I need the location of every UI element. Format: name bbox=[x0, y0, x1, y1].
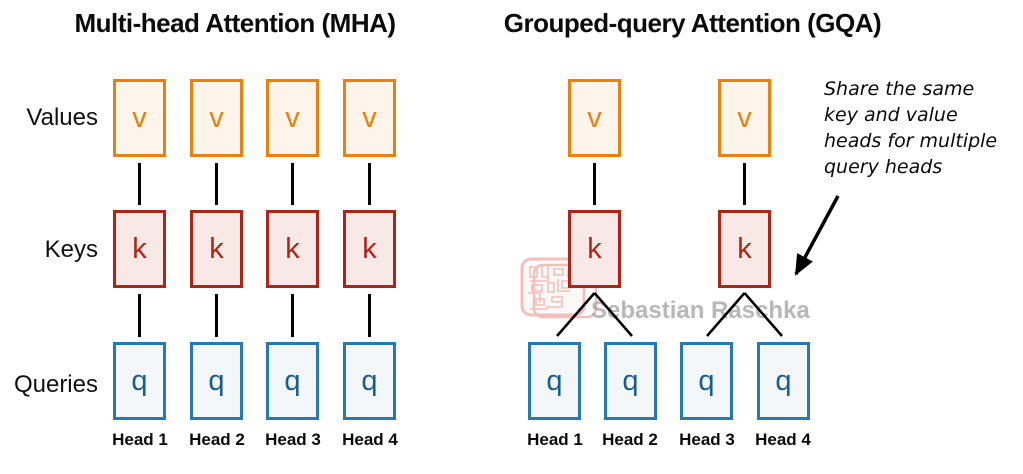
gqa-head-label-3: Head 3 bbox=[679, 430, 735, 449]
gqa-head-label-2: Head 2 bbox=[602, 430, 658, 449]
annotation-line: key and value bbox=[824, 104, 958, 126]
mha-key-box-4: k bbox=[343, 210, 396, 288]
row-label-values: Values bbox=[26, 104, 98, 131]
watermark-text: Sebastian Raschka bbox=[591, 297, 810, 324]
gqa-query-box-2: q bbox=[604, 342, 657, 420]
mha-value-box-2: v bbox=[190, 79, 243, 157]
mha-title: Multi-head Attention (MHA) bbox=[74, 8, 396, 38]
mha-value-box-3: v bbox=[266, 79, 319, 157]
row-label-queries: Queries bbox=[13, 371, 98, 398]
mha-query-box-4: q bbox=[343, 342, 396, 420]
annotation-line: query heads bbox=[824, 156, 943, 178]
annotation-note: Share the same key and value heads for m… bbox=[824, 76, 1014, 180]
mha-key-box-1: k bbox=[113, 210, 166, 288]
annotation-line: Share the same bbox=[824, 78, 975, 100]
mha-key-box-2: k bbox=[190, 210, 243, 288]
gqa-query-box-1: q bbox=[528, 342, 581, 420]
gqa-head-label-4: Head 4 bbox=[755, 430, 811, 449]
gqa-query-box-3: q bbox=[680, 342, 733, 420]
mha-key-box-3: k bbox=[266, 210, 319, 288]
mha-query-box-3: q bbox=[266, 342, 319, 420]
gqa-query-box-4: q bbox=[757, 342, 810, 420]
mha-value-box-4: v bbox=[343, 79, 396, 157]
gqa-title: Grouped-query Attention (GQA) bbox=[503, 8, 882, 38]
mha-query-box-1: q bbox=[113, 342, 166, 420]
mha-value-box-1: v bbox=[113, 79, 166, 157]
mha-query-box-2: q bbox=[190, 342, 243, 420]
gqa-value-box-1: v bbox=[568, 79, 621, 157]
mha-head-label-3: Head 3 bbox=[265, 430, 321, 449]
annotation-arrow bbox=[794, 195, 840, 276]
gqa-head-label-1: Head 1 bbox=[527, 430, 583, 449]
annotation-line: heads for multiple bbox=[824, 130, 998, 152]
gqa-key-box-2: k bbox=[718, 210, 771, 288]
mha-head-label-4: Head 4 bbox=[342, 430, 398, 449]
mha-head-label-2: Head 2 bbox=[189, 430, 245, 449]
mha-head-label-1: Head 1 bbox=[112, 430, 168, 449]
gqa-value-box-2: v bbox=[718, 79, 771, 157]
row-label-keys: Keys bbox=[44, 236, 98, 263]
gqa-key-box-1: k bbox=[568, 210, 621, 288]
